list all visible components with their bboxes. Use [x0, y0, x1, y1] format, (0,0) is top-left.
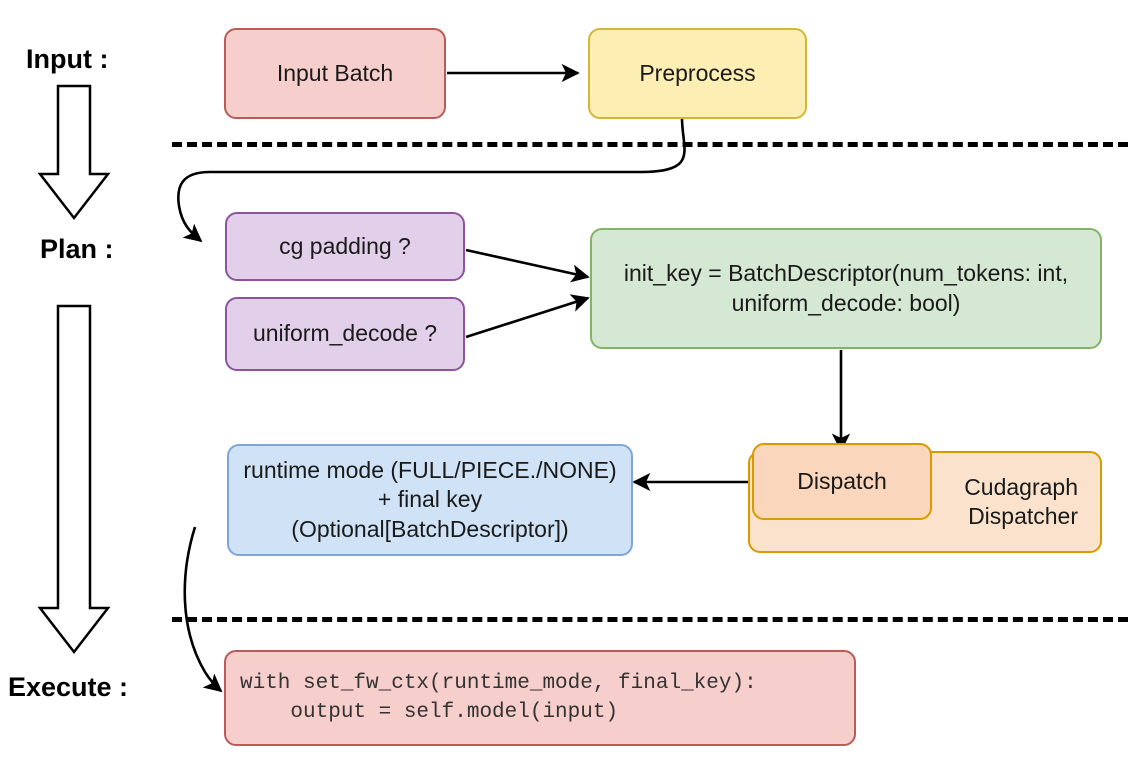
node-init-key[interactable]: init_key = BatchDescriptor(num_tokens: i… — [590, 228, 1102, 349]
node-input-batch[interactable]: Input Batch — [224, 28, 446, 119]
node-runtime-mode[interactable]: runtime mode (FULL/PIECE./NONE) + final … — [227, 444, 633, 556]
plan-execute-divider — [172, 617, 1128, 622]
plan-to-execute-stage-arrow — [37, 304, 111, 655]
node-input-batch-label: Input Batch — [276, 59, 394, 86]
node-uniform-decode[interactable]: uniform_decode ? — [225, 297, 465, 371]
node-init-key-line2: uniform_decode: bool) — [731, 289, 961, 316]
node-init-key-line1: init_key = BatchDescriptor(num_tokens: i… — [623, 260, 1069, 287]
node-runtime-mode-line1: runtime mode (FULL/PIECE./NONE) — [243, 456, 617, 483]
edge-runtime-mode-to-execute-code — [183, 526, 223, 693]
node-execute-code-line2: output = self.model(input) — [240, 701, 619, 724]
stage-label-input: Input : — [26, 44, 109, 74]
stage-label-plan: Plan : — [40, 234, 114, 264]
input-plan-divider — [172, 142, 1128, 147]
stage-label-execute: Execute : — [8, 672, 129, 702]
node-cg-padding-label: cg padding ? — [279, 232, 411, 259]
node-dispatch[interactable]: Dispatch — [752, 443, 932, 520]
node-cudagraph-dispatcher-line2: Dispatcher — [968, 503, 1078, 529]
node-runtime-mode-line2: + final key (Optional[BatchDescriptor]) — [291, 486, 569, 542]
node-dispatch-label: Dispatch — [797, 467, 887, 494]
node-execute-code-line1: with set_fw_ctx(runtime_mode, final_key)… — [240, 671, 757, 695]
input-to-plan-stage-arrow — [37, 84, 111, 221]
node-execute-code[interactable]: with set_fw_ctx(runtime_mode, final_key)… — [224, 650, 856, 746]
node-preprocess-label: Preprocess — [639, 59, 756, 86]
node-preprocess[interactable]: Preprocess — [588, 28, 807, 119]
node-uniform-decode-label: uniform_decode ? — [252, 320, 438, 347]
edge-uniform-decode-to-init-key — [465, 294, 590, 339]
node-cg-padding[interactable]: cg padding ? — [225, 212, 465, 281]
node-cudagraph-dispatcher-line1: Cudagraph — [964, 473, 1078, 500]
edge-cg-padding-to-init-key — [465, 248, 590, 283]
